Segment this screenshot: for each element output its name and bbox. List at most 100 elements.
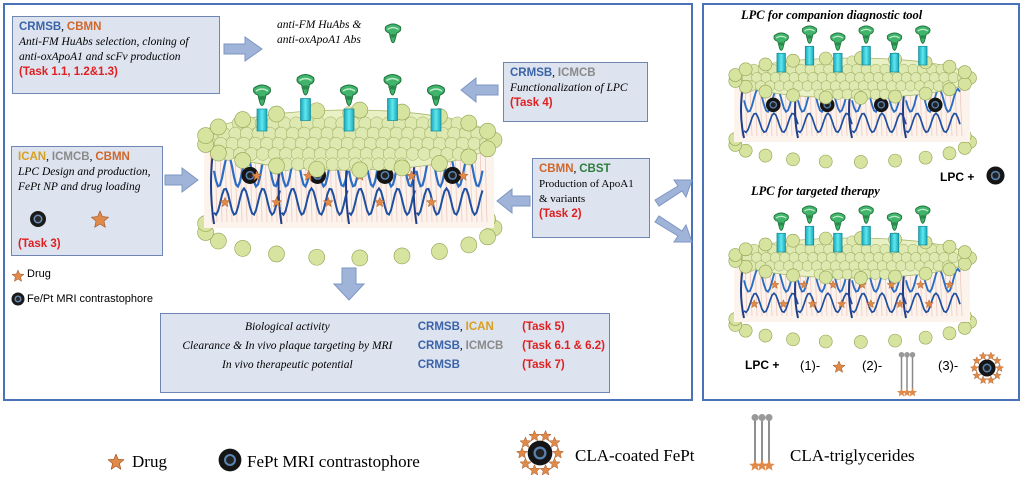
apoa1-box: CBMN, CBST Production of ApoA1 & variant…	[532, 158, 650, 238]
lpc-design-line2: FePt NP and drug loading	[18, 181, 141, 193]
arrows	[164, 36, 693, 301]
legend-drug-label: Drug	[132, 452, 167, 471]
org-ican: ICAN	[18, 151, 47, 163]
option-3: (3)-	[938, 358, 959, 373]
org-crmsb: CRMSB	[510, 67, 553, 79]
fept-icon	[927, 97, 943, 113]
func-box: CRMSB, ICMCB Functionalization of LPC (T…	[503, 62, 648, 122]
anti-fm-box: CRMSB, CBMN Anti-FM HuAbs selection, clo…	[12, 16, 220, 94]
lpc-therapy	[728, 205, 977, 349]
antibody-icon	[296, 73, 315, 96]
right-title-diagnostic: LPC for companion diagnostic tool	[741, 8, 923, 22]
antibody-icon	[886, 32, 903, 51]
org-sep: ,	[89, 151, 96, 163]
antibody-icon	[914, 205, 931, 224]
anti-fm-line2: anti-oxApoA1 and scFv production	[19, 51, 181, 63]
drug-star-icon	[90, 210, 110, 228]
antibody-icon	[914, 25, 931, 44]
cla-triglyceride-icon	[896, 351, 918, 398]
lpc-design-box: ICAN, ICMCB, CBMN LPC Design and product…	[11, 146, 163, 256]
small-legend-drug: Drug	[27, 268, 51, 280]
org-icmcb: ICMCB	[465, 340, 504, 352]
task-activity: Biological activity	[245, 321, 330, 333]
arrow-down-right	[654, 215, 693, 243]
antibody-icon	[801, 205, 818, 224]
task-box: Biological activity CRMSB, ICAN (Task 5)…	[160, 313, 610, 393]
arrow-down	[332, 267, 366, 301]
org-crmsb: CRMSB	[417, 321, 460, 333]
anti-fm-task: (Task 1.1, 1.2&1.3)	[19, 66, 118, 78]
abs-label-line2: anti-oxApoA1 Abs	[277, 34, 361, 46]
antibody-icon	[773, 212, 790, 231]
abs-label-line1: anti-FM HuAbs &	[277, 19, 362, 31]
apoa1-task: (Task 2)	[539, 208, 582, 220]
fept-icon	[873, 97, 889, 113]
bottom-lpc-label: LPC +	[745, 358, 780, 372]
fept-icon	[765, 97, 781, 113]
lpc-diagnostic	[728, 25, 977, 169]
fept-icon	[443, 166, 462, 184]
task-id: (Task 7)	[522, 359, 565, 371]
cla-coated-fept-icon	[970, 352, 1004, 384]
task-row: In vivo therapeutic potential CRMSB (Tas…	[161, 356, 609, 375]
antibody-icon	[829, 212, 846, 231]
antibody-icon	[858, 25, 875, 44]
task-id: (Task 6.1 & 6.2)	[522, 340, 605, 352]
option-2: (2)-	[862, 358, 883, 373]
org-crmsb: CRMSB	[417, 359, 460, 371]
apoa1-line2: & variants	[539, 193, 586, 205]
cla-triglyceride-icon	[748, 413, 776, 472]
antibody-icon	[858, 205, 875, 224]
option-1: (1)-	[800, 358, 821, 373]
fept-icon	[986, 166, 1005, 185]
fept-icon	[218, 448, 242, 472]
right-title-therapy: LPC for targeted therapy	[751, 184, 880, 198]
func-task: (Task 4)	[510, 97, 553, 109]
func-line1: Functionalization of LPC	[510, 82, 628, 94]
lpc-design-task: (Task 3)	[18, 238, 61, 250]
org-sep: ,	[61, 21, 67, 33]
lpc-plus-label: LPC +	[940, 170, 975, 184]
cla-coated-fept-icon	[516, 430, 564, 476]
lpc-main	[197, 73, 503, 267]
antibody-icon	[384, 23, 402, 44]
task-row: Clearance & In vivo plaque targeting by …	[161, 337, 609, 356]
legend-cla-tg-label: CLA-triglycerides	[790, 446, 915, 465]
org-ican: ICAN	[465, 321, 494, 333]
org-sep: ,	[46, 151, 52, 163]
legend-fept-label: FePt MRI contrastophore	[247, 452, 420, 471]
antibody-icon	[801, 25, 818, 44]
antibody-icon	[773, 32, 790, 51]
org-sep: ,	[552, 67, 558, 79]
right-panel	[702, 3, 1020, 401]
drug-star-icon	[11, 269, 25, 282]
antibody-icon	[383, 73, 402, 96]
legend-cla-fept-label: CLA-coated FePt	[575, 446, 695, 465]
lpc-design-line1: LPC Design and production,	[18, 166, 151, 178]
abs-label: anti-FM HuAbs & anti-oxApoA1 Abs	[277, 18, 361, 48]
arrow-left	[496, 187, 531, 215]
org-cbst: CBST	[579, 163, 611, 175]
task-id: (Task 5)	[522, 321, 565, 333]
org-crmsb: CRMSB	[417, 340, 460, 352]
arrow-up-right	[654, 179, 693, 207]
org-cbmn: CBMN	[539, 163, 574, 175]
fept-icon	[11, 292, 25, 306]
fept-icon	[30, 211, 46, 227]
org-sep: ,	[459, 340, 466, 352]
arrow-left	[460, 76, 499, 104]
org-sep: ,	[459, 321, 466, 333]
drug-star-icon	[833, 361, 845, 373]
task-table: Biological activity CRMSB, ICAN (Task 5)…	[161, 318, 609, 375]
task-activity: Clearance & In vivo plaque targeting by …	[182, 340, 393, 352]
org-crmsb: CRMSB	[19, 21, 62, 33]
drug-star-icon	[108, 454, 124, 470]
arrow-right	[164, 167, 199, 193]
org-cbmn: CBMN	[66, 21, 102, 33]
org-sep: ,	[573, 163, 580, 175]
antibody-icon	[886, 212, 903, 231]
main-panel	[3, 3, 693, 401]
antibody-icon	[252, 84, 272, 107]
small-legend-contrast: Fe/Pt MRI contrastophore	[27, 293, 153, 305]
